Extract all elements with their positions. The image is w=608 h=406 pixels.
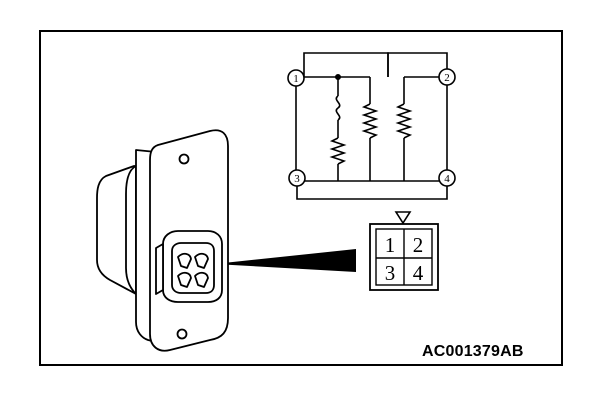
wire-top-left [303, 52, 389, 77]
connector-cell-1: 1 [385, 233, 396, 257]
connector-face-view [369, 211, 439, 291]
wire-bottom [296, 186, 448, 200]
connector-outline [369, 223, 439, 291]
terminal-3-ring [288, 169, 306, 187]
part-terminal-blade-3 [177, 271, 192, 288]
resistor-b-symbol [361, 103, 379, 139]
terminal-3-label: 3 [294, 173, 300, 185]
circuit-schematic [287, 52, 456, 200]
leader-wedge [214, 249, 356, 272]
resistor-part-drawing [96, 129, 229, 352]
resistor-a-symbol [329, 137, 347, 165]
terminal-4-label: 4 [444, 173, 450, 185]
junction-dot [334, 74, 341, 81]
wire-top-right [387, 52, 448, 77]
part-terminal-blade-4 [194, 271, 209, 288]
triangle-down-icon [394, 211, 412, 225]
part-connector-cavity [171, 242, 215, 294]
thermal-fuse-symbol [335, 95, 341, 121]
part-connector-side [155, 243, 164, 295]
terminal-4-ring [438, 169, 456, 187]
terminal-2-ring [438, 68, 456, 86]
terminal-1-label: 1 [293, 73, 299, 85]
part-rear-housing [96, 165, 137, 295]
part-terminal-blade-1 [177, 252, 192, 269]
terminal-1-ring [287, 69, 305, 87]
part-rear-edge [125, 165, 137, 295]
terminal-2-label: 2 [444, 72, 450, 84]
figure-code: AC001379AB [422, 343, 524, 360]
lower-screw-hole [176, 328, 188, 340]
part-terminal-blade-2 [194, 252, 209, 269]
connector-cell-3: 3 [385, 261, 396, 285]
connector-cell-2: 2 [413, 233, 424, 257]
resistor-c-symbol [395, 103, 413, 139]
connector-cell-4: 4 [413, 261, 424, 285]
upper-screw-hole [178, 153, 190, 165]
